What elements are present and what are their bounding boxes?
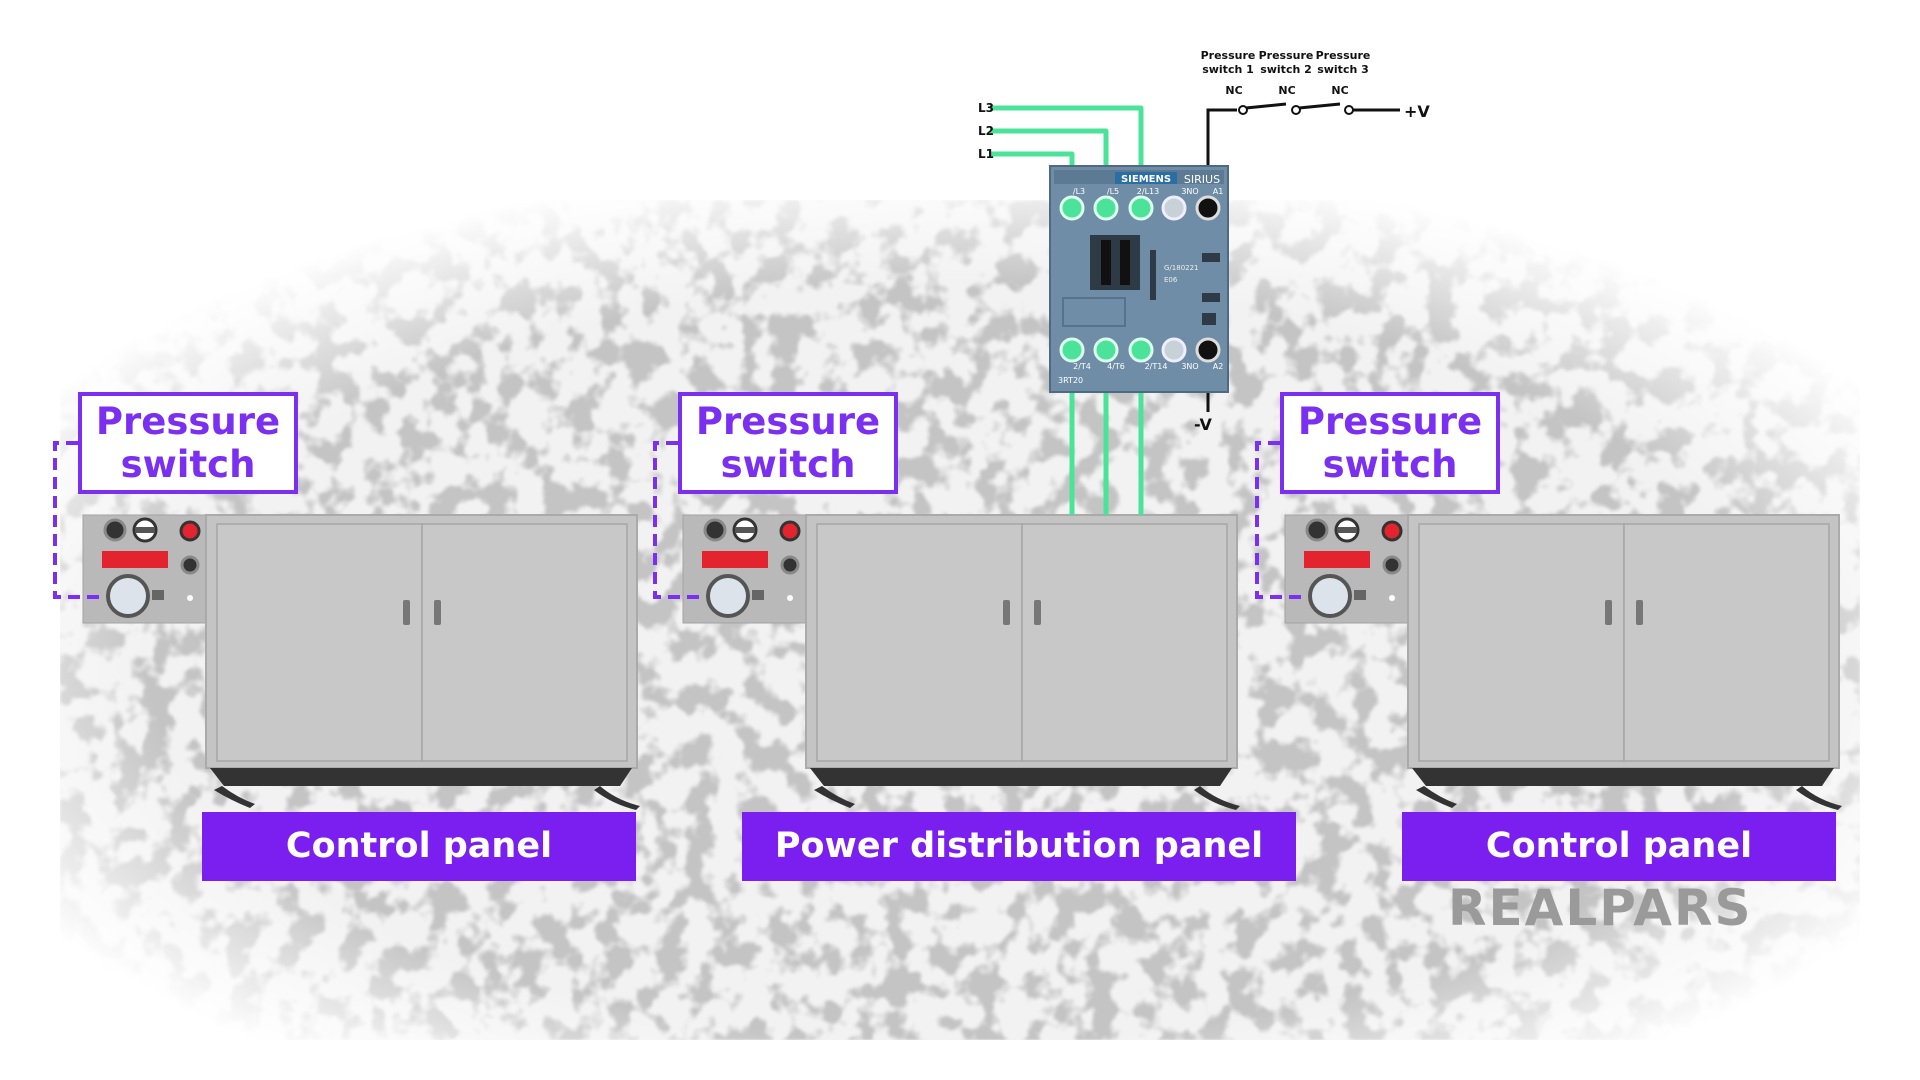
realpars-logo: REALPARS (1448, 879, 1753, 937)
bottom-terminal-5: A2 (1213, 362, 1224, 371)
label-l3: L3 (978, 101, 994, 115)
control-panel-cabinet-left (82, 514, 640, 810)
caption-left-control-panel: Control panel (202, 812, 636, 881)
label-line-2: switch (720, 443, 856, 486)
switch-2-label-line1: Pressure (1259, 49, 1314, 62)
top-terminal-2: /L5 (1107, 187, 1119, 196)
label-l2: L2 (978, 124, 994, 138)
label-line-2: switch (120, 443, 256, 486)
label-leader-lines (53, 441, 1305, 599)
bottom-terminal-3: 2/T14 (1145, 362, 1168, 371)
switch-1-label-line2: switch 1 (1202, 63, 1254, 76)
top-terminal-1: /L3 (1073, 187, 1085, 196)
switch-2-label-line2: switch 2 (1260, 63, 1312, 76)
caption-right-control-panel: Control panel (1402, 812, 1836, 881)
control-panel-cabinet-right (1284, 514, 1842, 810)
control-circuit: +V -V Pressure switch 1 Pressure switch … (1194, 49, 1430, 434)
contactor-model: 3RT20 (1058, 376, 1083, 385)
caption-power-distribution-panel: Power distribution panel (742, 812, 1296, 881)
switch-1-label-line1: Pressure (1201, 49, 1256, 62)
contactor-brand: SIEMENS (1121, 174, 1171, 185)
label-line-1: Pressure (95, 400, 281, 443)
label-l1: L1 (978, 147, 994, 161)
switch-1-state: NC (1225, 84, 1242, 97)
bottom-terminal-1: 2/T4 (1073, 362, 1091, 371)
switch-3-label-line1: Pressure (1316, 49, 1371, 62)
bottom-terminal-4: 3NO (1181, 362, 1198, 371)
plus-v-label: +V (1404, 102, 1430, 121)
pressure-switch-box (1284, 514, 1418, 624)
pressure-switch-label-left: Pressure switch (78, 392, 298, 494)
power-distribution-cabinet (682, 514, 1240, 810)
label-line-1: Pressure (695, 400, 881, 443)
top-terminal-5: A1 (1213, 187, 1224, 196)
top-terminal-3: 2/L13 (1137, 187, 1159, 196)
bottom-terminal-2: 4/T6 (1107, 362, 1125, 371)
pressure-switch-label-middle: Pressure switch (678, 392, 898, 494)
contactor-text-2: E06 (1164, 276, 1178, 284)
label-line-2: switch (1322, 443, 1458, 486)
switch-3-label-line2: switch 3 (1317, 63, 1369, 76)
label-line-1: Pressure (1297, 400, 1483, 443)
siemens-contactor: SIEMENS SIRIUS /L3 /L5 2/L13 3NO A1 G/18… (1049, 165, 1229, 393)
switch-2-state: NC (1278, 84, 1295, 97)
switch-3-state: NC (1331, 84, 1348, 97)
top-terminal-4: 3NO (1181, 187, 1198, 196)
wire-line-labels: L3 L2 L1 (978, 101, 994, 161)
pressure-switch-box (82, 514, 216, 624)
pressure-switch-label-right: Pressure switch (1280, 392, 1500, 494)
minus-v-label: -V (1194, 415, 1212, 434)
switch-labels: Pressure switch 1 Pressure switch 2 Pres… (1201, 49, 1371, 97)
pressure-switch-box (682, 514, 816, 624)
contactor-text-1: G/180221 (1164, 264, 1199, 272)
contactor-series: SIRIUS (1184, 173, 1220, 186)
